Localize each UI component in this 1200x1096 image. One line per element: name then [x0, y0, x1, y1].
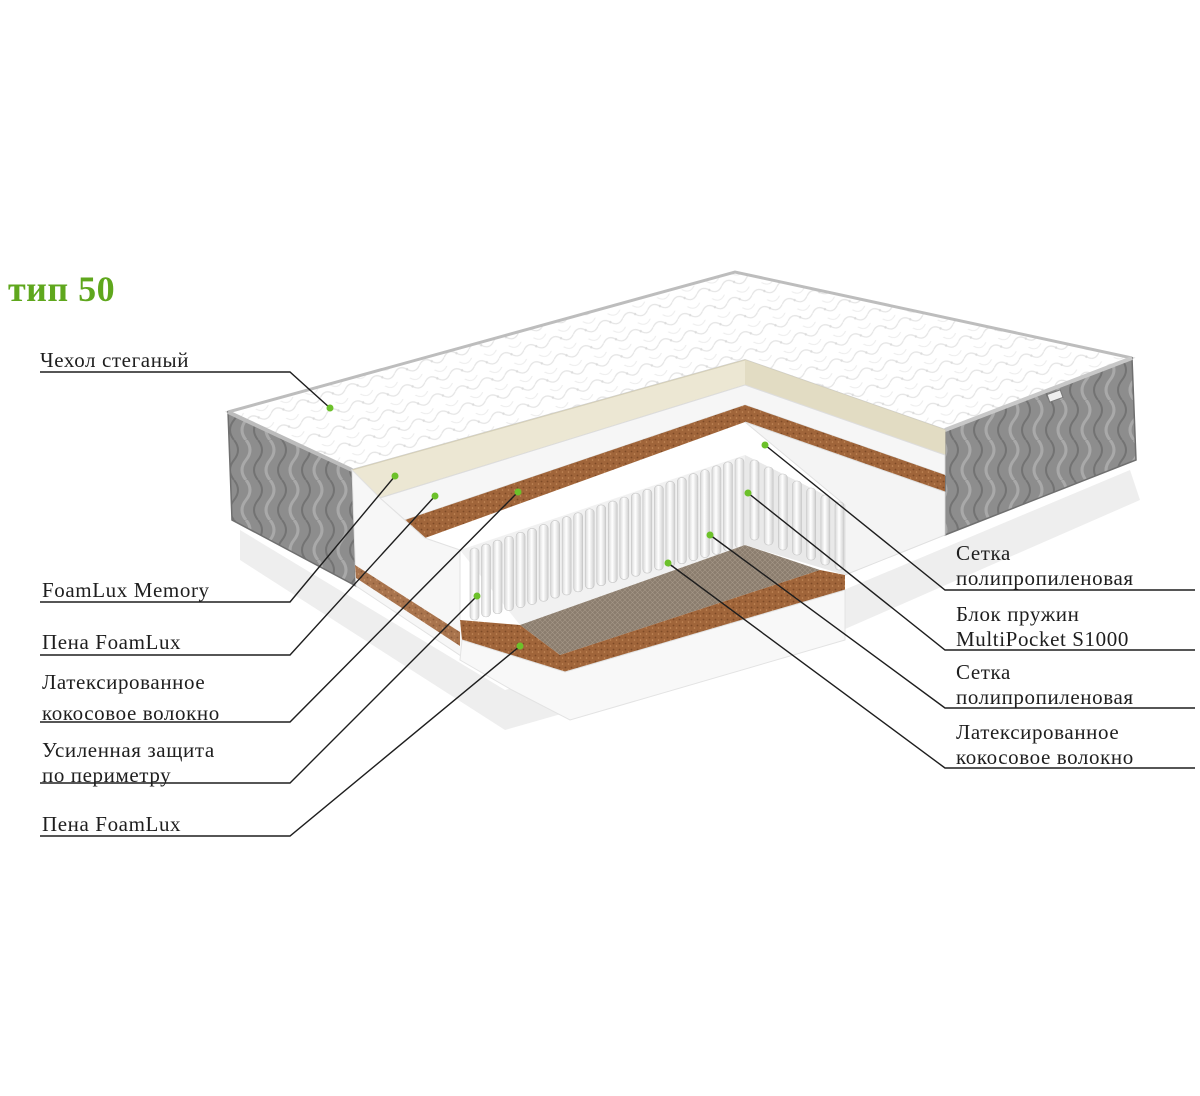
pocket-spring: [596, 504, 607, 586]
mesh-bottom: [520, 545, 820, 655]
pocket-spring: [573, 512, 583, 593]
pocket-spring: [723, 461, 733, 552]
pocket-spring: [778, 473, 788, 551]
pocket-spring: [763, 466, 774, 546]
pocket-spring: [820, 494, 831, 566]
pocket-spring: [677, 477, 687, 564]
callout-lines: [40, 371, 1195, 837]
pocket-spring: [631, 492, 641, 577]
pocket-spring: [527, 528, 537, 605]
pocket-spring: [711, 465, 722, 555]
pocket-spring: [538, 524, 549, 602]
label-mesh-top: Сетка полипропиленовая: [956, 541, 1134, 590]
pocket-spring: [469, 547, 480, 621]
label-spring-block: Блок пружин MultiPocket S1000: [956, 602, 1129, 651]
pocket-spring: [665, 481, 676, 568]
label-perimeter: Усиленная защита по периметру: [42, 738, 215, 787]
pocket-spring: [607, 500, 618, 583]
label-coconut-bottom: Латексированное кокосовое волокно: [956, 720, 1134, 769]
pocket-spring: [642, 489, 653, 574]
pocket-spring: [834, 501, 845, 571]
label-mesh-bottom: Сетка полипропиленовая: [956, 660, 1134, 709]
model-title: тип 50: [8, 269, 116, 309]
label-foam-bottom: Пена FoamLux: [42, 812, 182, 836]
right-foam-block: [744, 421, 946, 576]
label-cover: Чехол стеганый: [40, 348, 190, 372]
label-foam-top: Пена FoamLux: [42, 630, 182, 654]
pocket-spring: [619, 496, 630, 580]
pocket-spring: [550, 520, 560, 599]
pocket-spring: [688, 473, 699, 561]
pocket-spring: [734, 457, 745, 549]
pocket-spring: [700, 469, 710, 558]
pocket-spring: [515, 532, 526, 608]
pocket-spring: [504, 535, 514, 611]
pocket-spring: [481, 543, 491, 618]
handle-tag: [1046, 389, 1064, 403]
spring-block: [460, 455, 745, 625]
pocket-spring: [561, 516, 572, 596]
coconut-layer-top: [405, 405, 945, 538]
pocket-spring: [492, 539, 503, 615]
pocket-spring: [584, 508, 595, 589]
top-edge-piping: [227, 270, 1133, 414]
pocket-spring: [654, 485, 664, 571]
callout-dots: [326, 404, 769, 650]
label-memory-foam: FoamLux Memory: [42, 578, 210, 602]
pocket-spring: [749, 459, 760, 541]
pocket-spring: [792, 480, 802, 556]
pocket-spring: [806, 487, 816, 561]
label-coconut-top: Латексированное кокосовое волокно: [42, 670, 220, 725]
coconut-layer-bottom: [460, 570, 845, 672]
